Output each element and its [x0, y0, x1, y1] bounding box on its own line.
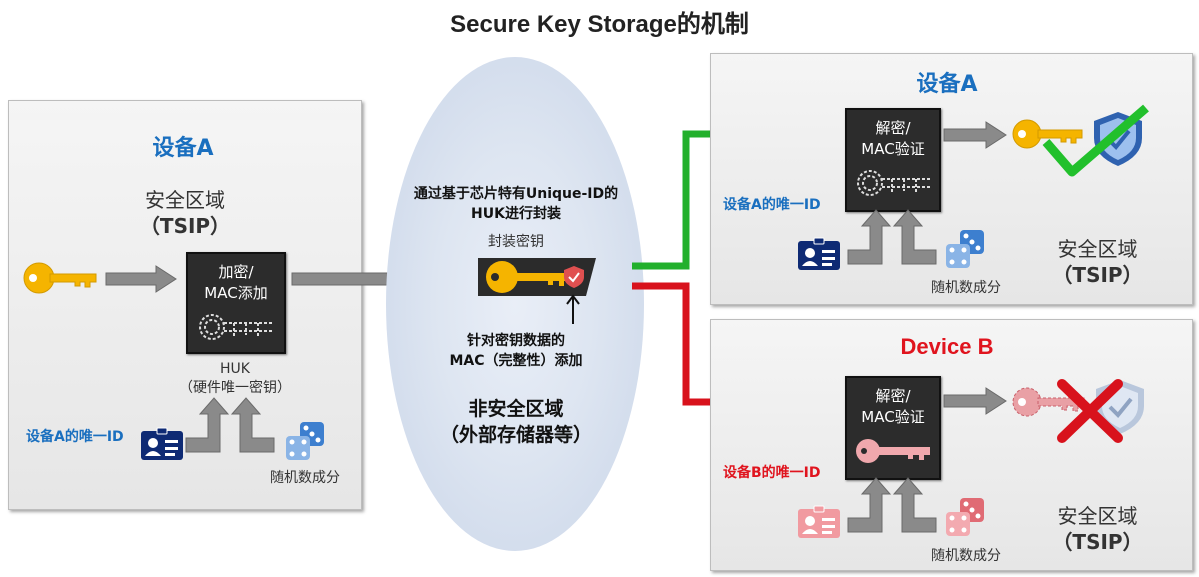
left-device-title: 设备A [152, 136, 214, 161]
arrow-icon [847, 477, 892, 533]
wrapped-key-label: 封装密钥 [488, 234, 544, 250]
arrow-icon [847, 209, 892, 265]
left-unique-id-label: 设备A的唯一ID [26, 429, 124, 445]
decrypt-mac-chip-b: 解密/ MAC验证 [845, 376, 941, 480]
key-icon [1012, 387, 1085, 417]
arrow-icon [943, 121, 1007, 149]
decrypt-mac-chip-a: 解密/ MAC验证 [845, 108, 941, 212]
key-icon [478, 258, 596, 296]
huk-label: HUK （硬件唯一密钥） [179, 361, 291, 396]
dice-icon [946, 230, 984, 268]
checkmark-icon [1042, 104, 1149, 177]
left-random-label: 随机数成分 [270, 470, 340, 486]
arrow-icon [105, 265, 177, 293]
arrow-icon [185, 397, 230, 453]
arrow-icon [892, 209, 937, 265]
id-card-icon [798, 505, 840, 538]
arrow-icon [943, 387, 1007, 415]
id-card-icon [141, 427, 183, 460]
non-secure-zone-label: 非安全区域 （外部存储器等） [439, 398, 592, 446]
wrap-description: 通过基于芯片特有Unique-ID的 HUK进行封装 [413, 186, 619, 222]
fingerprint-icon [199, 314, 272, 340]
non-secure-region [386, 57, 644, 551]
arrow-icon [230, 397, 275, 453]
top-right-random-label: 随机数成分 [931, 280, 1001, 296]
cross-icon [1057, 379, 1123, 443]
bottom-right-device-title: Device B [900, 334, 994, 359]
fingerprint-icon [857, 170, 930, 196]
key-icon [23, 262, 97, 294]
arrow-icon [566, 294, 580, 324]
top-right-unique-id-label: 设备A的唯一ID [723, 197, 821, 213]
bottom-right-unique-id-label: 设备B的唯一ID [723, 465, 821, 481]
key-icon [856, 439, 930, 463]
top-right-device-title: 设备A [916, 72, 978, 97]
key-icon [1012, 119, 1083, 149]
id-card-icon [798, 237, 840, 270]
mac-description: 针对密钥数据的 MAC（完整性）添加 [449, 333, 583, 369]
encrypt-mac-chip: 加密/ MAC添加 [186, 252, 286, 354]
left-secure-zone-label: 安全区域 （TSIP） [139, 188, 231, 238]
dice-icon [286, 422, 324, 460]
arrow-icon [892, 477, 937, 533]
bottom-right-secure-zone-label: 安全区域 （TSIP） [1052, 504, 1143, 554]
diagram-title: Secure Key Storage的机制 [450, 11, 749, 38]
shield-icon [564, 266, 584, 288]
bottom-right-random-label: 随机数成分 [931, 548, 1001, 564]
top-right-secure-zone-label: 安全区域 （TSIP） [1052, 237, 1143, 287]
dice-icon [946, 498, 984, 536]
